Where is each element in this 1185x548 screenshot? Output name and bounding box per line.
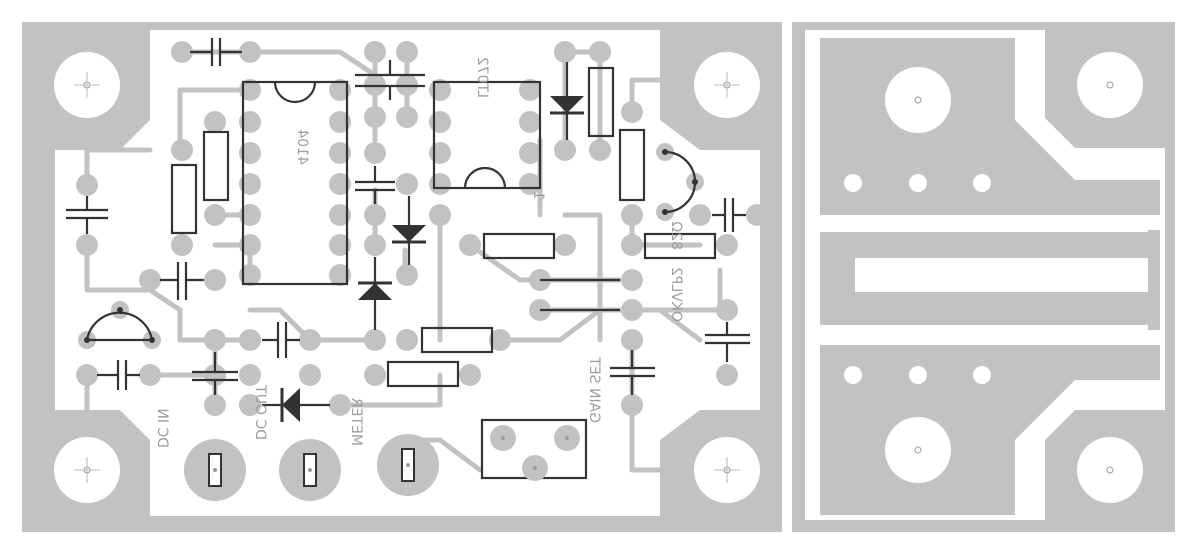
- transistor-outline-1: [85, 311, 154, 342]
- silkscreen-text: LT072 4104 1 82Ω OKVLP2 GAIN SET DC IN D…: [154, 57, 684, 448]
- gain-set-label: GAIN SET: [586, 357, 602, 423]
- silkscreen: [66, 38, 750, 481]
- resistor-symbols: [170, 66, 717, 388]
- ic-lt072-label: LT072: [474, 57, 490, 98]
- capacitor-symbols: [66, 38, 750, 395]
- mounting-holes: [54, 52, 1143, 503]
- ic-lt072-outline: [432, 80, 542, 190]
- ic-4104-label: 4104: [294, 129, 310, 165]
- ic-4104-notch: [273, 81, 317, 104]
- ic-4104-outline: [241, 80, 349, 286]
- ic-4104-pads: [239, 79, 351, 286]
- dc-out-label: DC OUT: [252, 385, 268, 440]
- resistor-value-label: 82Ω: [668, 221, 684, 250]
- product-label: OKVLP2: [668, 267, 684, 322]
- connector-pads: [184, 434, 439, 501]
- pin1-mark: 1: [530, 191, 546, 200]
- meter-label: METER: [348, 398, 364, 446]
- gain-set-trimmer: [480, 418, 588, 481]
- dc-in-label: DC IN: [154, 408, 170, 448]
- ic-lt072-notch: [463, 166, 507, 189]
- diode-symbols: [262, 62, 584, 422]
